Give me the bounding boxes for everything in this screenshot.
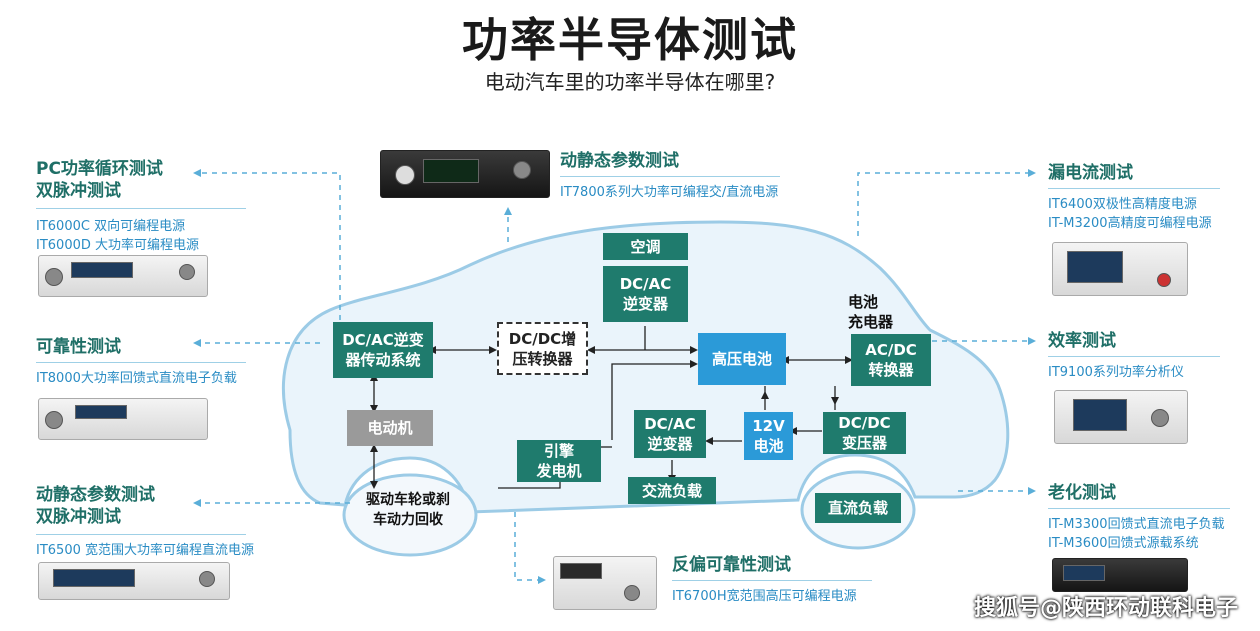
front-wheel [342,473,478,557]
page-title: 功率半导体测试 [462,13,798,67]
dc-load-block: 直流负载 [815,493,901,523]
block-label: 引擎 [543,442,574,460]
product-line: IT6400双极性高精度电源 [1048,197,1197,212]
panel-heading: 可靠性测试 [36,337,121,357]
block-label: 转换器 [868,361,914,379]
aircon-block: 空调 [603,233,688,260]
block-label: 直流负载 [827,499,888,517]
product-line: IT9100系列功率分析仪 [1048,365,1184,380]
device-image-it7800 [380,150,550,198]
block-label: DC/AC [619,275,672,293]
panel-heading: 动静态参数测试 [560,151,679,171]
acdc-converter-block: AC/DC 转换器 [851,334,931,386]
right-panel-leakage: 漏电流测试 IT6400双极性高精度电源 IT-M3200高精度可编程电源 [1048,162,1238,233]
product-line: IT6000C 双向可编程电源 [36,219,186,234]
hv-battery-block: 高压电池 [698,333,786,385]
block-label: 空调 [630,237,661,256]
product-line: IT6500 宽范围大功率可编程直流电源 [36,543,254,558]
dcac-inverter-bottom-block: DC/AC 逆变器 [634,410,706,458]
charger-label: 电池 充电器 [848,292,918,332]
device-image-it6000 [38,255,208,297]
left-panel-dynamic-static: 动静态参数测试 双脉冲测试 IT6500 宽范围大功率可编程直流电源 [36,484,276,560]
panel-divider [672,580,872,581]
watermark: 搜狐号@陕西环动联科电子 [973,596,1238,621]
block-label: 电池 [753,437,784,455]
block-label: AC/DC [865,341,917,359]
block-label: 高压电池 [711,350,772,368]
top-panel: 动静态参数测试 IT7800系列大功率可编程交/直流电源 [560,150,820,202]
block-label: 逆变器 [647,435,693,453]
block-label: DC/DC增 [508,329,577,348]
block-label: DC/AC [644,415,696,433]
panel-divider [1048,188,1220,189]
bottom-panel: 反偏可靠性测试 IT6700H宽范围高压可编程电源 [672,554,912,606]
ac-load-block: 交流负载 [628,477,716,504]
block-label: 交流负载 [641,481,702,500]
panel-heading: 动静态参数测试 [36,485,155,505]
panel-divider [1048,508,1230,509]
product-line: IT-M3600回馈式源载系统 [1048,536,1199,551]
drive-wheel-label: 驱动车轮或刹 车动力回收 [352,490,464,530]
block-label: 充电器 [848,313,894,331]
page-subtitle: 电动汽车里的功率半导体在哪里? [484,70,776,94]
block-label: 发电机 [536,462,582,480]
panel-heading: 老化测试 [1048,483,1116,503]
block-label: 器传动系统 [345,351,421,369]
engine-generator-block: 引擎 发电机 [517,440,601,482]
device-image-it8000 [38,398,208,440]
panel-heading: 效率测试 [1048,331,1116,351]
block-label: 压转换器 [512,349,573,368]
block-label: 变压器 [841,434,887,452]
block-label: 电池 [848,293,879,311]
dcac-drive-system-block: DC/AC逆变 器传动系统 [333,322,433,378]
battery-12v-block: 12V 电池 [744,412,793,460]
panel-divider [1048,356,1220,357]
panel-divider [560,176,780,177]
product-line: IT-M3300回馈式直流电子负载 [1048,517,1225,532]
right-panel-aging: 老化测试 IT-M3300回馈式直流电子负载 IT-M3600回馈式源载系统 [1048,482,1248,553]
panel-divider [36,534,246,535]
product-line: IT-M3200高精度可编程电源 [1048,216,1212,231]
block-label: 12V [752,417,785,435]
block-label: 电动机 [367,419,413,437]
panel-heading: 漏电流测试 [1048,163,1133,183]
left-panel-reliability: 可靠性测试 IT8000大功率回馈式直流电子负载 [36,336,256,388]
block-label: 驱动车轮或刹 [366,492,450,508]
panel-heading: 双脉冲测试 [36,507,121,527]
block-label: DC/AC逆变 [342,331,424,349]
device-image-it6700h [553,556,657,610]
panel-heading: 双脉冲测试 [36,181,121,201]
device-image-it-m3300 [1052,558,1188,592]
right-panel-efficiency: 效率测试 IT9100系列功率分析仪 [1048,330,1238,382]
left-panel-pc-cycle: PC功率循环测试 双脉冲测试 IT6000C 双向可编程电源 IT6000D 大… [36,158,246,255]
panel-heading: PC功率循环测试 [36,159,163,179]
panel-divider [36,208,246,209]
motor-block: 电动机 [347,410,433,446]
device-image-it6500 [38,562,230,600]
product-line: IT8000大功率回馈式直流电子负载 [36,371,237,386]
block-label: 车动力回收 [373,512,443,528]
dcac-inverter-top-block: DC/AC 逆变器 [603,266,688,322]
product-line: IT6700H宽范围高压可编程电源 [672,589,857,604]
product-line: IT6000D 大功率可编程电源 [36,238,200,253]
dcdc-boost-block: DC/DC增 压转换器 [497,322,588,375]
product-line: IT7800系列大功率可编程交/直流电源 [560,185,779,200]
block-label: 逆变器 [622,295,668,313]
device-image-it9100 [1054,390,1188,444]
panel-divider [36,362,246,363]
device-image-it6400 [1052,242,1188,296]
panel-heading: 反偏可靠性测试 [672,555,791,575]
block-label: DC/DC [838,414,891,432]
dcdc-transformer-block: DC/DC 变压器 [823,412,906,454]
